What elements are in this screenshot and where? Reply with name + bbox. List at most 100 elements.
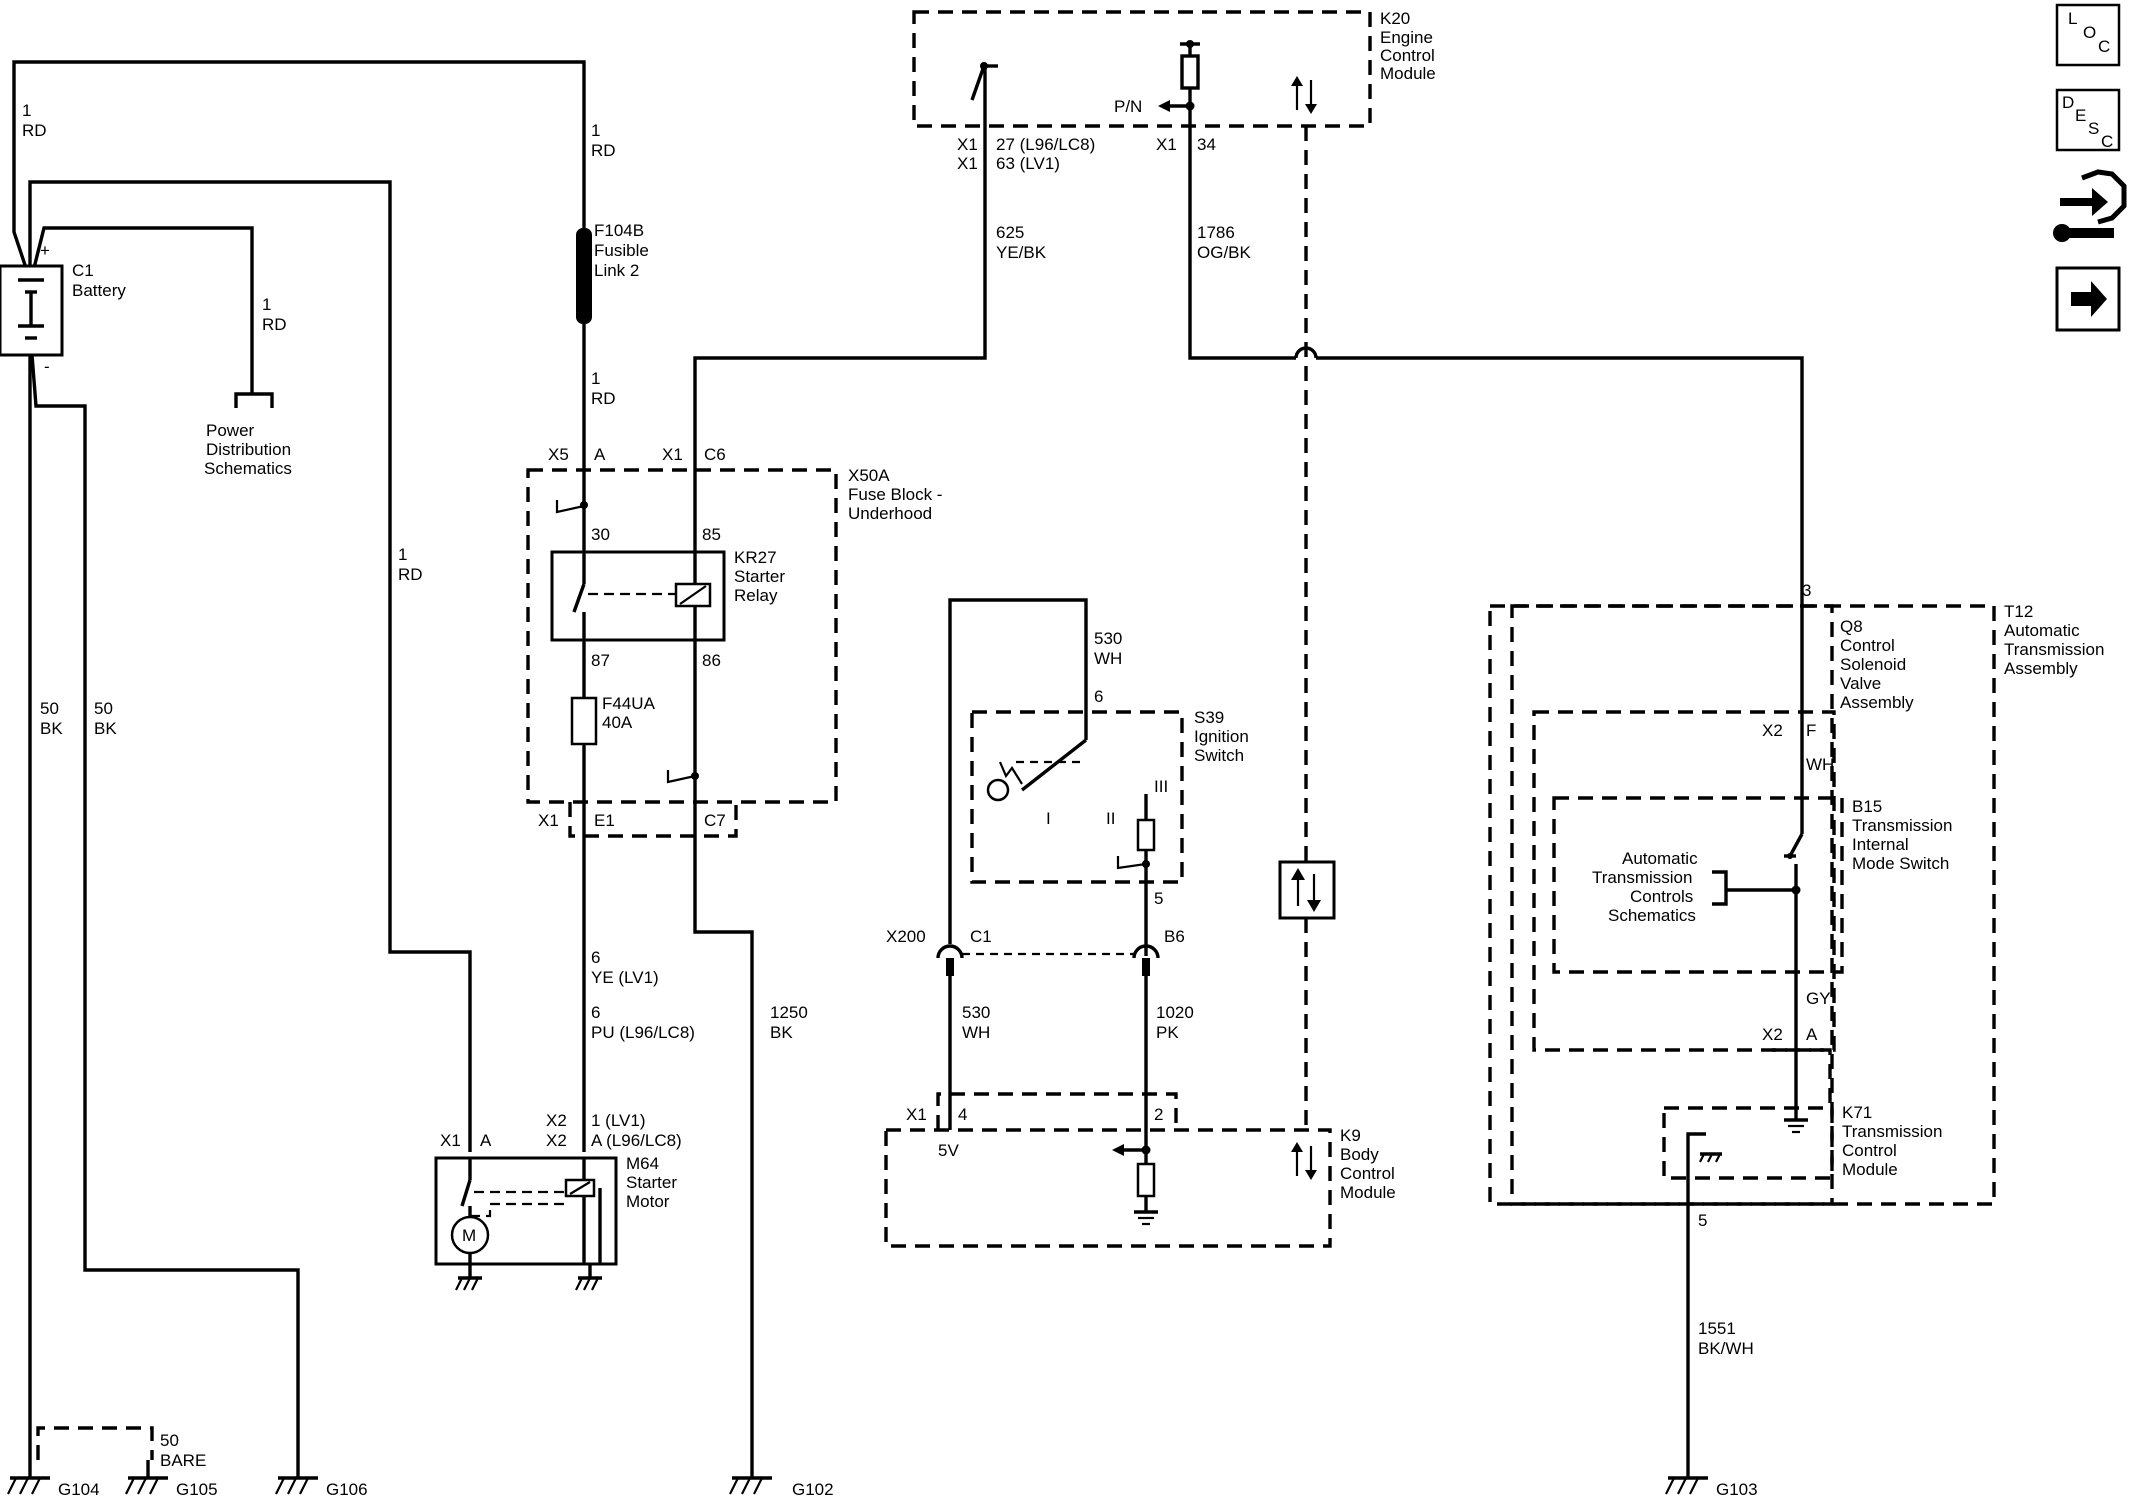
wire-530-circuit-a: 530 (1094, 629, 1122, 648)
t12-transmission-box (1488, 604, 1996, 1206)
b15-name-line1: Transmission (1852, 816, 1952, 835)
m64-chassis-ground-icon-a (455, 1264, 482, 1291)
kr27-name-line2: Relay (734, 586, 778, 605)
connector-end-view-icon[interactable] (2053, 169, 2127, 242)
x1-bottom-connector (568, 802, 738, 838)
wire-1551-circuit: 1551 (1698, 1319, 1736, 1338)
wire-50-bare-circuit: 50 (160, 1431, 179, 1450)
k71-name-line3: Module (1842, 1160, 1898, 1179)
description-view-button[interactable]: D E S C (2055, 88, 2121, 152)
wire-1020-color: PK (1156, 1023, 1179, 1042)
k71-pin-a: A (1806, 1025, 1818, 1044)
m64-x2-label-a: X2 (546, 1111, 567, 1130)
ground-g104-icon (7, 1462, 50, 1495)
k20-x1-connector-a: X1 (957, 135, 978, 154)
q8-solenoid-valve-box (1510, 604, 1834, 1206)
atc-label-line2: Transmission (1592, 868, 1692, 887)
s39-name-line1: Ignition (1194, 727, 1249, 746)
k9-pin-2: 2 (1154, 1105, 1163, 1124)
loc-letter-l: L (2068, 9, 2077, 28)
kr27-pin-87: 87 (591, 651, 610, 670)
m64-x2-label-b: X2 (546, 1131, 567, 1150)
k71-x2-label: X2 (1762, 1025, 1783, 1044)
c1-battery-symbol (0, 264, 64, 357)
s39-pin-6: 6 (1094, 687, 1103, 706)
next-page-button[interactable] (2055, 266, 2121, 332)
loc-letter-c: C (2098, 37, 2110, 56)
m64-label: M64 (626, 1154, 659, 1173)
k71-name-line2: Control (1842, 1141, 1897, 1160)
x200-label: X200 (886, 927, 926, 946)
arrow-right-icon (2071, 281, 2107, 317)
k9-label: K9 (1340, 1126, 1361, 1145)
wire-50-circuit-a: 50 (40, 699, 59, 718)
wire-1-circuit-b: 1 (591, 121, 600, 140)
m64-pin-a-l96: A (L96/LC8) (591, 1131, 682, 1150)
kr27-pin-30: 30 (591, 525, 610, 544)
x200-pin-c1: C1 (970, 927, 992, 946)
wire-1-color-e: RD (398, 565, 423, 584)
atc-label-line4: Schematics (1608, 906, 1696, 925)
wire-530-color-a: WH (1094, 649, 1122, 668)
f104b-name-line2: Link 2 (594, 261, 639, 280)
wire-625-yebk (693, 126, 987, 470)
wire-6-color-b: PU (L96/LC8) (591, 1023, 695, 1042)
x50a-name-line2: Underhood (848, 504, 932, 523)
wire-gy-label: GY (1806, 989, 1831, 1008)
x200-pin-b6: B6 (1164, 927, 1185, 946)
inner-box (1532, 710, 1836, 1052)
ground-g104-label: G104 (58, 1480, 100, 1497)
x1-connector-label-bottom: X1 (538, 811, 559, 830)
k20-pullup-resistor (1158, 40, 1200, 126)
ground-g102-icon (729, 1462, 772, 1495)
k9-x1-label: X1 (906, 1105, 927, 1124)
m64-chassis-ground-icon-b (575, 1264, 602, 1291)
location-view-button[interactable]: L O C (2055, 3, 2121, 67)
f104b-label: F104B (594, 221, 644, 240)
atc-label-line1: Automatic (1622, 849, 1698, 868)
s39-position-1: I (1046, 809, 1051, 828)
ground-g105-label: G105 (176, 1480, 218, 1497)
s39-position-3: III (1154, 777, 1168, 796)
k20-pn-label: P/N (1114, 97, 1142, 116)
k20-label: K20 (1380, 9, 1410, 28)
k71-x2-connector (1772, 1048, 1832, 1104)
battery-plus: + (40, 241, 50, 260)
s39-name-line2: Switch (1194, 746, 1244, 765)
wire-1-color-a: RD (22, 121, 47, 140)
k20-pin-63: 63 (LV1) (996, 154, 1060, 173)
wire-625-color: YE/BK (996, 243, 1047, 262)
ground-g106-label: G106 (326, 1480, 368, 1497)
k9-name-line1: Body (1340, 1145, 1379, 1164)
q8-pin-f: F (1806, 721, 1816, 740)
wire-1250-bk (693, 640, 754, 1462)
wire-1-circuit-e: 1 (398, 545, 407, 564)
t12-label: T12 (2004, 602, 2033, 621)
pds-bracket (234, 392, 274, 408)
c1-label: C1 (72, 261, 94, 280)
wire-50-color-a: BK (40, 719, 63, 738)
k20-module-box (912, 10, 1372, 128)
wire-530-color-b: WH (962, 1023, 990, 1042)
f44ua-fuse (570, 696, 598, 746)
wire-50-bk-b (30, 354, 300, 1462)
battery-minus: - (44, 357, 50, 376)
k9-module-box (884, 1128, 1332, 1248)
m64-x1-label: X1 (440, 1131, 461, 1150)
pds-label-line1: Power (206, 421, 255, 440)
c1-name: Battery (72, 281, 126, 300)
x1-pin-e1: E1 (594, 811, 615, 830)
pds-label-line2: Distribution (206, 440, 291, 459)
wire-50-bare-color: BARE (160, 1451, 206, 1470)
k20-switch (970, 62, 998, 126)
wire-1250-circuit: 1250 (770, 1003, 808, 1022)
k9-x1-connector (936, 1092, 1178, 1130)
desc-letter-c: C (2101, 132, 2113, 151)
motor-letter: M (462, 1226, 476, 1245)
k71-label: K71 (1842, 1103, 1872, 1122)
b15-mode-switch-box (1552, 796, 1844, 974)
wire-1551-color: BK/WH (1698, 1339, 1754, 1358)
wire-1-circuit-d: 1 (591, 369, 600, 388)
k20-x1-connector-b: X1 (957, 154, 978, 173)
